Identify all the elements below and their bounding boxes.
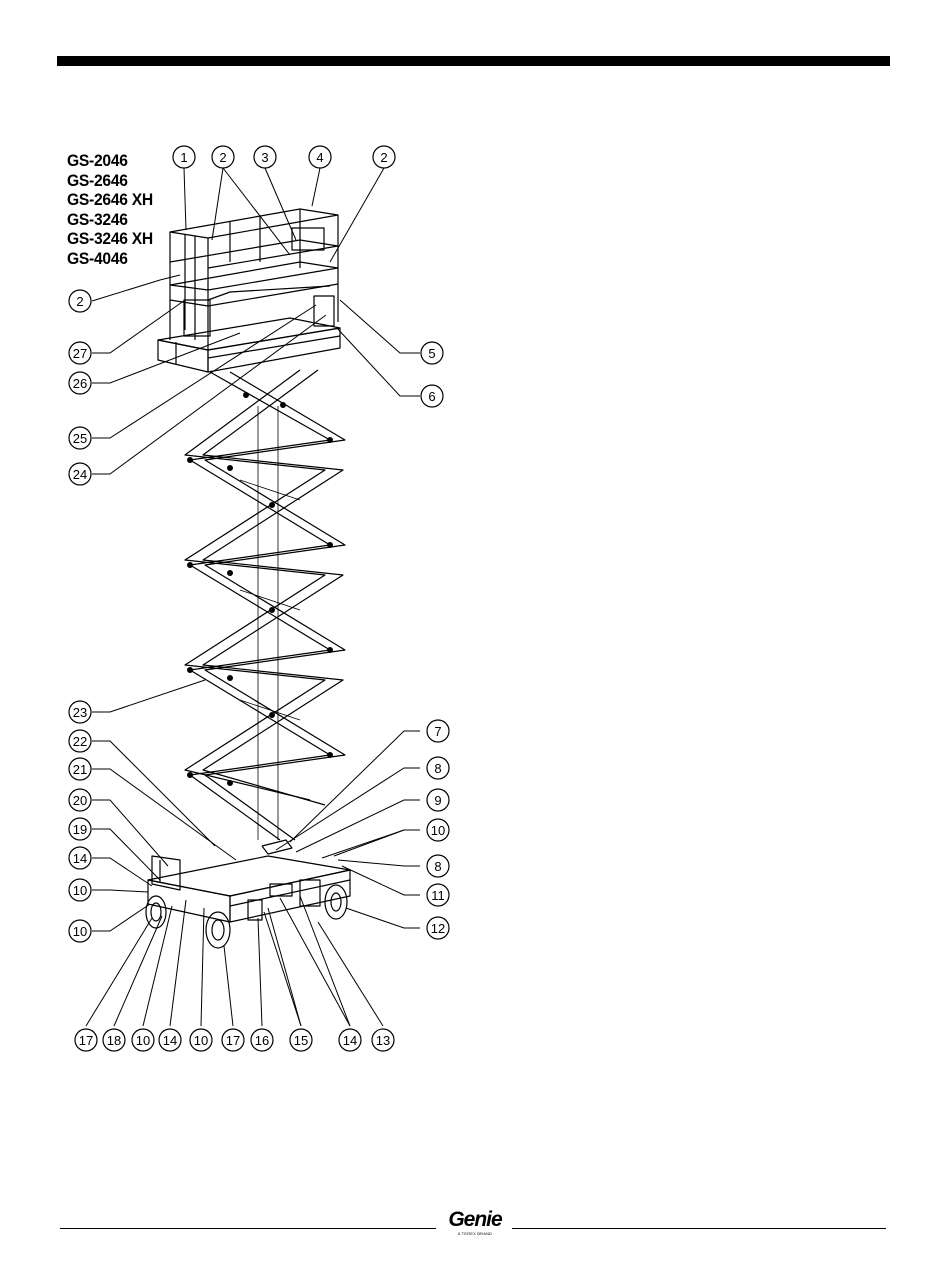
footer-rule-right xyxy=(512,1228,886,1229)
brand-tagline: A TEREX BRAND xyxy=(440,1231,510,1236)
callout-number: 25 xyxy=(73,431,87,446)
callout-10: 10 xyxy=(132,1029,154,1051)
callout-number: 2 xyxy=(219,150,226,165)
callout-2: 2 xyxy=(69,290,91,312)
callout-27: 27 xyxy=(69,342,91,364)
callout-16: 16 xyxy=(251,1029,273,1051)
callout-14: 14 xyxy=(339,1029,361,1051)
callout-number: 10 xyxy=(73,924,87,939)
callout-number: 4 xyxy=(316,150,323,165)
callout-26: 26 xyxy=(69,372,91,394)
callout-11: 11 xyxy=(427,884,449,906)
callout-19: 19 xyxy=(69,818,91,840)
callout-2: 2 xyxy=(373,146,395,168)
callout-number: 24 xyxy=(73,467,87,482)
callout-8: 8 xyxy=(427,855,449,877)
callout-14: 14 xyxy=(159,1029,181,1051)
callout-number: 17 xyxy=(226,1033,240,1048)
callout-1: 1 xyxy=(173,146,195,168)
callout-15: 15 xyxy=(290,1029,312,1051)
callout-21: 21 xyxy=(69,758,91,780)
callout-number: 20 xyxy=(73,793,87,808)
callout-18: 18 xyxy=(103,1029,125,1051)
callout-number: 8 xyxy=(434,859,441,874)
callout-number: 2 xyxy=(380,150,387,165)
callout-number: 14 xyxy=(343,1033,357,1048)
callout-3: 3 xyxy=(254,146,276,168)
callout-number: 2 xyxy=(76,294,83,309)
callout-number: 13 xyxy=(376,1033,390,1048)
callout-10: 10 xyxy=(190,1029,212,1051)
callout-number: 1 xyxy=(180,150,187,165)
callout-8: 8 xyxy=(427,757,449,779)
callout-23: 23 xyxy=(69,701,91,723)
callout-number: 11 xyxy=(431,888,445,903)
callout-number: 10 xyxy=(73,883,87,898)
callout-10: 10 xyxy=(69,879,91,901)
platform-railing xyxy=(170,209,338,350)
chassis xyxy=(148,840,350,922)
callout-24: 24 xyxy=(69,463,91,485)
callout-number: 6 xyxy=(428,389,435,404)
callout-14: 14 xyxy=(69,847,91,869)
callout-number: 18 xyxy=(107,1033,121,1048)
callout-number: 7 xyxy=(434,724,441,739)
callout-10: 10 xyxy=(427,819,449,841)
callout-12: 12 xyxy=(427,917,449,939)
callout-number: 22 xyxy=(73,734,87,749)
leader-lines xyxy=(86,168,420,1026)
callout-5: 5 xyxy=(421,342,443,364)
callout-6: 6 xyxy=(421,385,443,407)
callout-number: 17 xyxy=(79,1033,93,1048)
callout-number: 23 xyxy=(73,705,87,720)
callout-7: 7 xyxy=(427,720,449,742)
callout-20: 20 xyxy=(69,789,91,811)
callout-number: 14 xyxy=(163,1033,177,1048)
callout-number: 10 xyxy=(194,1033,208,1048)
callout-number: 21 xyxy=(73,762,87,777)
genie-logo: Genie A TEREX BRAND xyxy=(440,1209,510,1236)
callout-number: 19 xyxy=(73,822,87,837)
callout-22: 22 xyxy=(69,730,91,752)
callout-number: 27 xyxy=(73,346,87,361)
callout-number: 12 xyxy=(431,921,445,936)
callout-9: 9 xyxy=(427,789,449,811)
callout-4: 4 xyxy=(309,146,331,168)
callout-number: 16 xyxy=(255,1033,269,1048)
callout-number: 14 xyxy=(73,851,87,866)
footer-rule-left xyxy=(60,1228,436,1229)
callout-number: 3 xyxy=(261,150,268,165)
callout-13: 13 xyxy=(372,1029,394,1051)
brand-name: Genie xyxy=(440,1209,510,1231)
callout-25: 25 xyxy=(69,427,91,449)
callout-number: 10 xyxy=(136,1033,150,1048)
callout-10: 10 xyxy=(69,920,91,942)
callout-17: 17 xyxy=(75,1029,97,1051)
callout-number: 8 xyxy=(434,761,441,776)
callout-number: 5 xyxy=(428,346,435,361)
callout-17: 17 xyxy=(222,1029,244,1051)
callout-number: 15 xyxy=(294,1033,308,1048)
callout-number: 26 xyxy=(73,376,87,391)
callout-2: 2 xyxy=(212,146,234,168)
callout-number: 9 xyxy=(434,793,441,808)
scissor-stack xyxy=(185,370,345,840)
callout-number: 10 xyxy=(431,823,445,838)
